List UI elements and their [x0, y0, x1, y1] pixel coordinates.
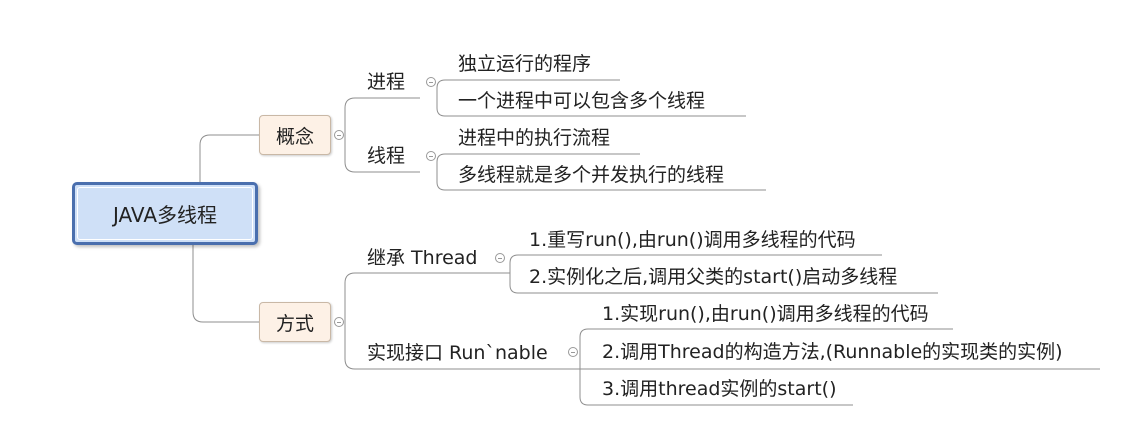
topic-inherit-thread[interactable]: 继承 Thread	[367, 247, 477, 269]
collapse-toggle-icon[interactable]	[426, 77, 436, 87]
collapse-toggle-icon[interactable]	[334, 317, 344, 327]
leaf-runnable-1[interactable]: 1.实现run(),由run()调用多线程的代码	[602, 303, 929, 325]
topic-thread[interactable]: 线程	[367, 145, 405, 167]
branch-node-concept-label: 概念	[275, 125, 314, 148]
branch-node-method[interactable]: 方式	[259, 302, 331, 342]
root-node-label: JAVA多线程	[112, 203, 218, 227]
leaf-thread-1[interactable]: 进程中的执行流程	[458, 127, 611, 149]
root-node[interactable]: JAVA多线程	[72, 182, 258, 245]
collapse-toggle-icon[interactable]	[495, 253, 505, 263]
leaf-process-1[interactable]: 独立运行的程序	[458, 53, 592, 75]
topic-thread-label: 线程	[367, 145, 406, 167]
collapse-toggle-icon[interactable]	[334, 130, 344, 140]
topic-implement-runnable[interactable]: 实现接口 Run`nable	[367, 342, 548, 364]
leaf-thread-2[interactable]: 多线程就是多个并发执行的线程	[458, 164, 725, 186]
leaf-runnable-3[interactable]: 3.调用thread实例的start()	[602, 378, 837, 400]
branch-node-concept[interactable]: 概念	[259, 115, 331, 155]
leaf-inherit-2[interactable]: 2.实例化之后,调用父类的start()启动多线程	[529, 266, 898, 288]
leaf-runnable-2[interactable]: 2.调用Thread的构造方法,(Runnable的实现类的实例)	[602, 341, 1063, 363]
leaf-inherit-1[interactable]: 1.重写run(),由run()调用多线程的代码	[529, 229, 856, 251]
topic-process[interactable]: 进程	[367, 71, 405, 93]
branch-node-method-label: 方式	[275, 312, 314, 335]
collapse-toggle-icon[interactable]	[426, 151, 436, 161]
topic-inherit-thread-label: 继承 Thread	[367, 247, 478, 269]
root-node-inner-border	[77, 187, 253, 240]
topic-implement-runnable-label: 实现接口 Run`nable	[367, 342, 548, 364]
collapse-toggle-icon[interactable]	[568, 347, 578, 357]
topic-process-label: 进程	[367, 71, 406, 93]
leaf-process-2[interactable]: 一个进程中可以包含多个线程	[458, 90, 706, 112]
